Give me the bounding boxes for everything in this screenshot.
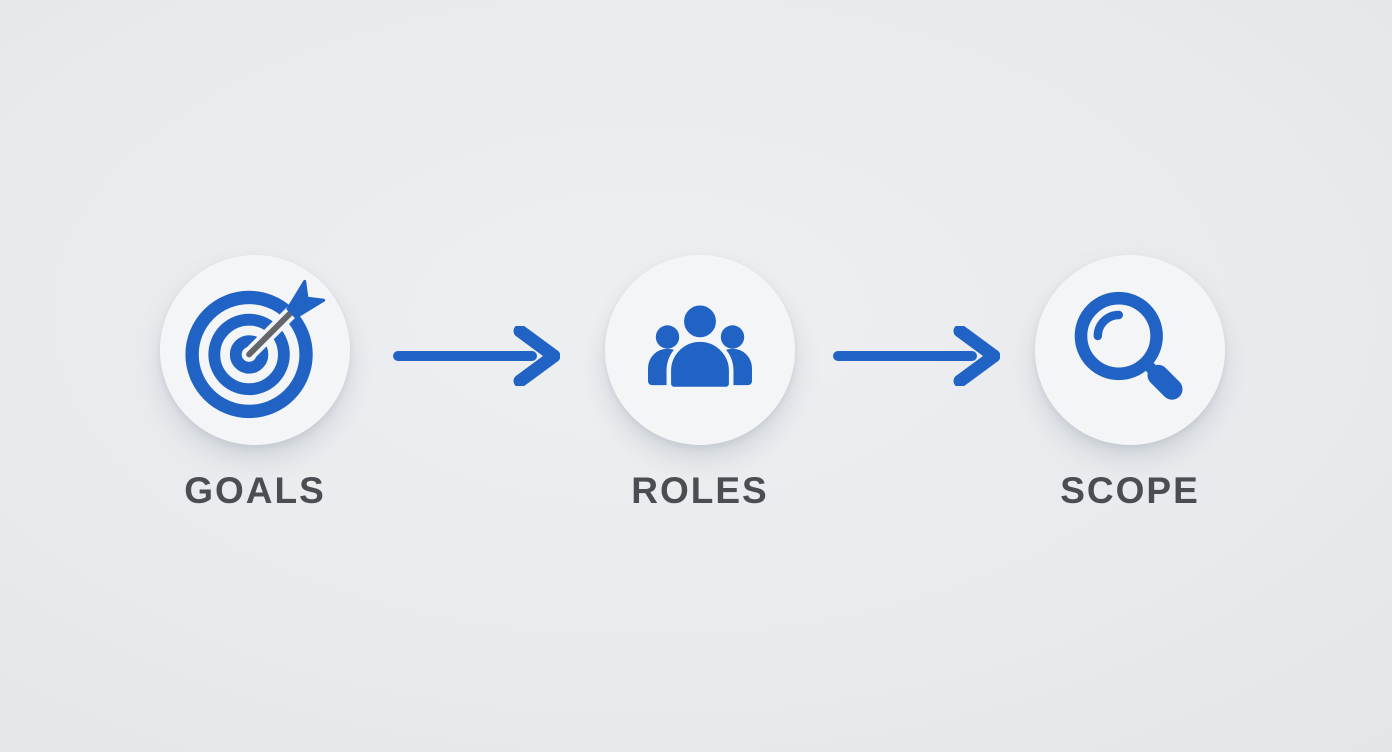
scope-icon-circle — [1035, 255, 1225, 445]
goals-icon-circle — [160, 255, 350, 445]
roles-icon-circle — [605, 255, 795, 445]
step-label-scope: SCOPE — [1060, 470, 1200, 511]
team-icon — [648, 300, 752, 392]
target-icon — [185, 279, 326, 419]
arrow-right-icon — [833, 326, 1000, 386]
arrow-right-icon — [393, 326, 560, 386]
magnifier-icon — [1074, 291, 1183, 400]
step-label-roles: ROLES — [631, 470, 769, 511]
step-roles: ROLES — [570, 255, 830, 509]
step-scope: SCOPE — [1000, 255, 1260, 509]
step-goals: GOALS — [125, 255, 385, 509]
step-label-goals: GOALS — [184, 470, 326, 511]
